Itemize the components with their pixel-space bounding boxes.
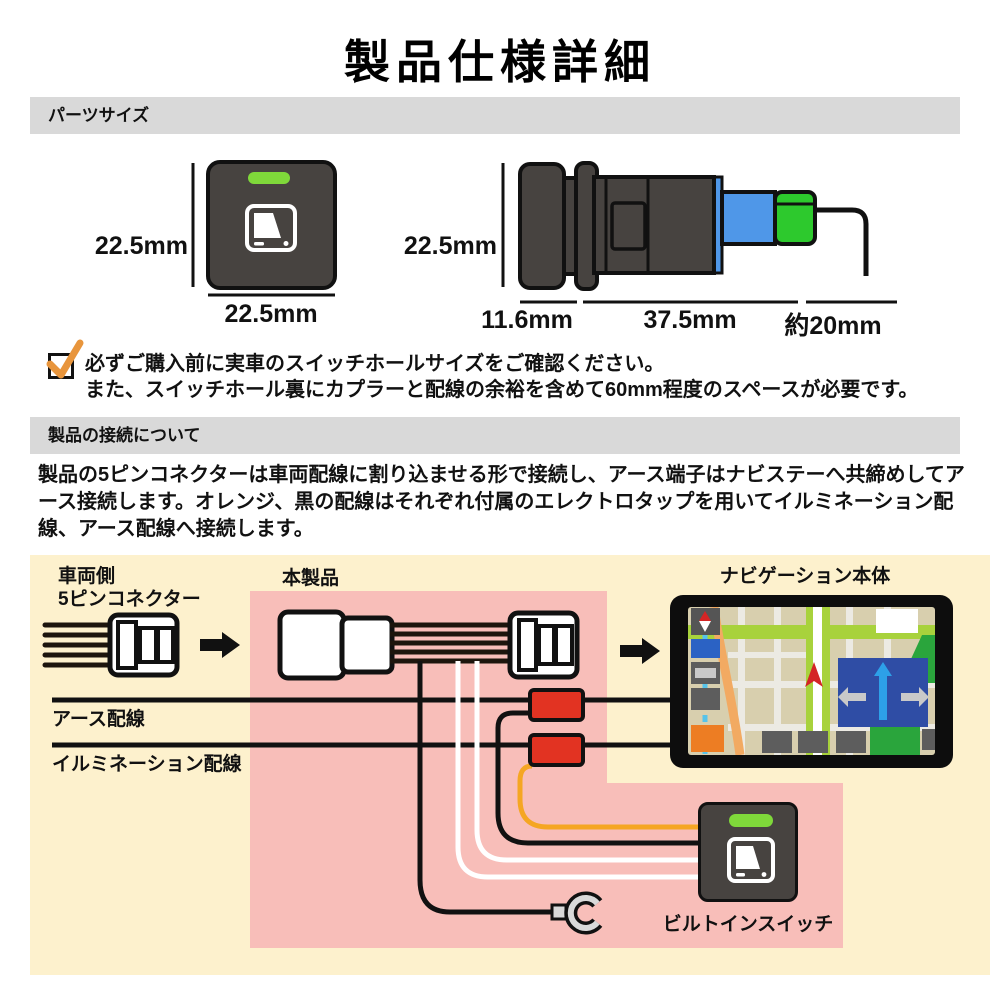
side-height-dim: 22.5mm	[403, 232, 497, 260]
front-width-dim: 22.5mm	[224, 300, 318, 328]
display-icon-switch	[727, 837, 775, 883]
connection-description: 製品の5ピンコネクターは車両配線に割り込ませる形で接続し、アース端子はナビステー…	[38, 464, 965, 540]
map-direction-panel	[838, 658, 929, 727]
side-wire-dim: 約20mm	[784, 312, 882, 340]
check-icon	[46, 339, 84, 379]
vehicle-wires	[42, 622, 118, 668]
black-switch-wire	[495, 710, 700, 846]
connection-diagram: 車両側 5ピンコネクター 本製品 ナビゲーション本体 アース配線 イルミネーショ…	[30, 555, 990, 975]
orange-switch-wire	[517, 763, 700, 830]
arrow-right-icon	[620, 638, 660, 664]
side-body-dim: 37.5mm	[643, 306, 737, 334]
map-compass-icon	[691, 608, 720, 635]
side-head-dim: 11.6mm	[481, 306, 573, 334]
section-header-connection: 製品の接続について	[30, 417, 960, 454]
map-position-marker	[805, 662, 823, 687]
note-line-1: 必ずご購入前に実車のスイッチホールサイズをご確認ください。	[85, 353, 665, 375]
switch-front-view	[191, 160, 337, 297]
note-line-2: また、スイッチホール裏にカプラーと配線の余裕を含めて60mm程度のスペースが必要…	[85, 379, 919, 401]
led-indicator-switch	[729, 814, 773, 827]
side-wire	[815, 207, 869, 276]
white-switch-wire-1	[455, 661, 700, 880]
white-switch-wire-2	[474, 661, 700, 863]
led-indicator-front	[248, 172, 290, 184]
ground-wire-label: アース配線	[52, 709, 145, 730]
illumination-wire-label: イルミネーション配線	[52, 754, 242, 775]
electro-tap-ground	[528, 688, 585, 722]
electro-tap-illumination	[528, 733, 585, 767]
section-header-connection-label: 製品の接続について	[48, 426, 201, 445]
map-view	[688, 607, 935, 755]
page-title: 製品仕様詳細	[344, 36, 656, 88]
product-connector-left	[277, 609, 395, 681]
navigation-screen	[688, 607, 935, 755]
product-harness-wires	[390, 622, 514, 664]
product-connector-right	[507, 610, 580, 680]
switch-dimension-drawings	[191, 160, 897, 304]
display-icon-front	[245, 204, 297, 252]
front-height-dim: 22.5mm	[94, 232, 188, 260]
arrow-right-icon	[200, 632, 240, 658]
ground-terminal-wire	[417, 661, 554, 915]
ground-ring-terminal	[550, 891, 603, 935]
switch-side-view	[501, 161, 897, 304]
product-label: 本製品	[282, 568, 340, 589]
map-info-box	[876, 609, 918, 633]
navigation-label: ナビゲーション本体	[719, 566, 891, 587]
vehicle-side-label: 車両側 5ピンコネクター	[58, 566, 201, 610]
section-header-parts-size: パーツサイズ	[30, 97, 960, 134]
section-header-parts-size-label: パーツサイズ	[48, 106, 150, 125]
built-in-switch	[698, 802, 798, 902]
wiring-drawing	[42, 609, 700, 935]
green-connector	[773, 190, 817, 246]
vehicle-connector	[107, 612, 180, 678]
navigation-unit	[670, 595, 953, 768]
blue-connector	[720, 190, 777, 246]
built-in-switch-label: ビルトインスイッチ	[662, 914, 834, 935]
